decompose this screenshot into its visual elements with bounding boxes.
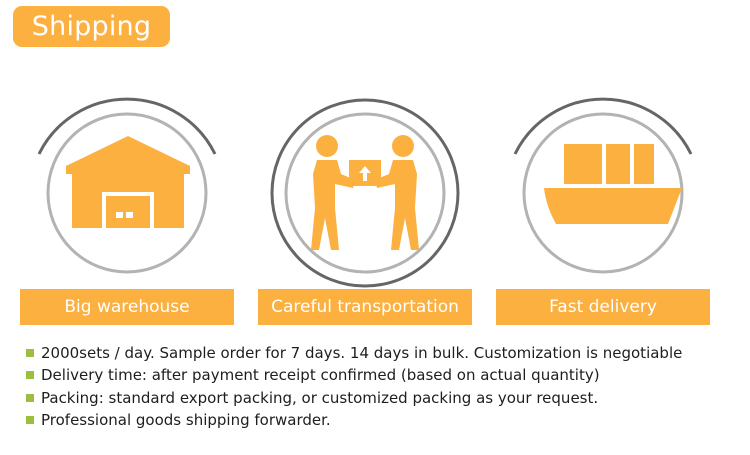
bullet-square-icon	[26, 393, 34, 402]
feature-label: Fast delivery	[496, 289, 710, 325]
list-item: Packing: standard export packing, or cus…	[26, 387, 741, 409]
bullet-square-icon	[26, 371, 34, 380]
page-title: Shipping	[13, 6, 170, 47]
bullet-square-icon	[26, 349, 34, 357]
ring-frame	[513, 97, 693, 274]
list-item: Professional goods shipping forwarder.	[26, 409, 741, 431]
hand-over-package-icon	[311, 135, 419, 250]
list-item: 2000sets / day. Sample order for 7 days.…	[26, 342, 741, 364]
shipping-details-list: 2000sets / day. Sample order for 7 days.…	[26, 342, 741, 432]
ring-frame	[270, 98, 460, 288]
cargo-ship-icon	[544, 144, 682, 224]
feature-careful-transportation: Careful transportation	[258, 96, 472, 330]
ring-frame	[37, 97, 217, 274]
feature-fast-delivery: Fast delivery	[496, 96, 710, 330]
warehouse-icon	[66, 136, 190, 228]
feature-label: Big warehouse	[20, 289, 234, 325]
feature-big-warehouse: Big warehouse	[20, 96, 234, 330]
list-item: Delivery time: after payment receipt con…	[26, 364, 741, 386]
feature-label: Careful transportation	[258, 289, 472, 325]
bullet-square-icon	[26, 416, 34, 425]
